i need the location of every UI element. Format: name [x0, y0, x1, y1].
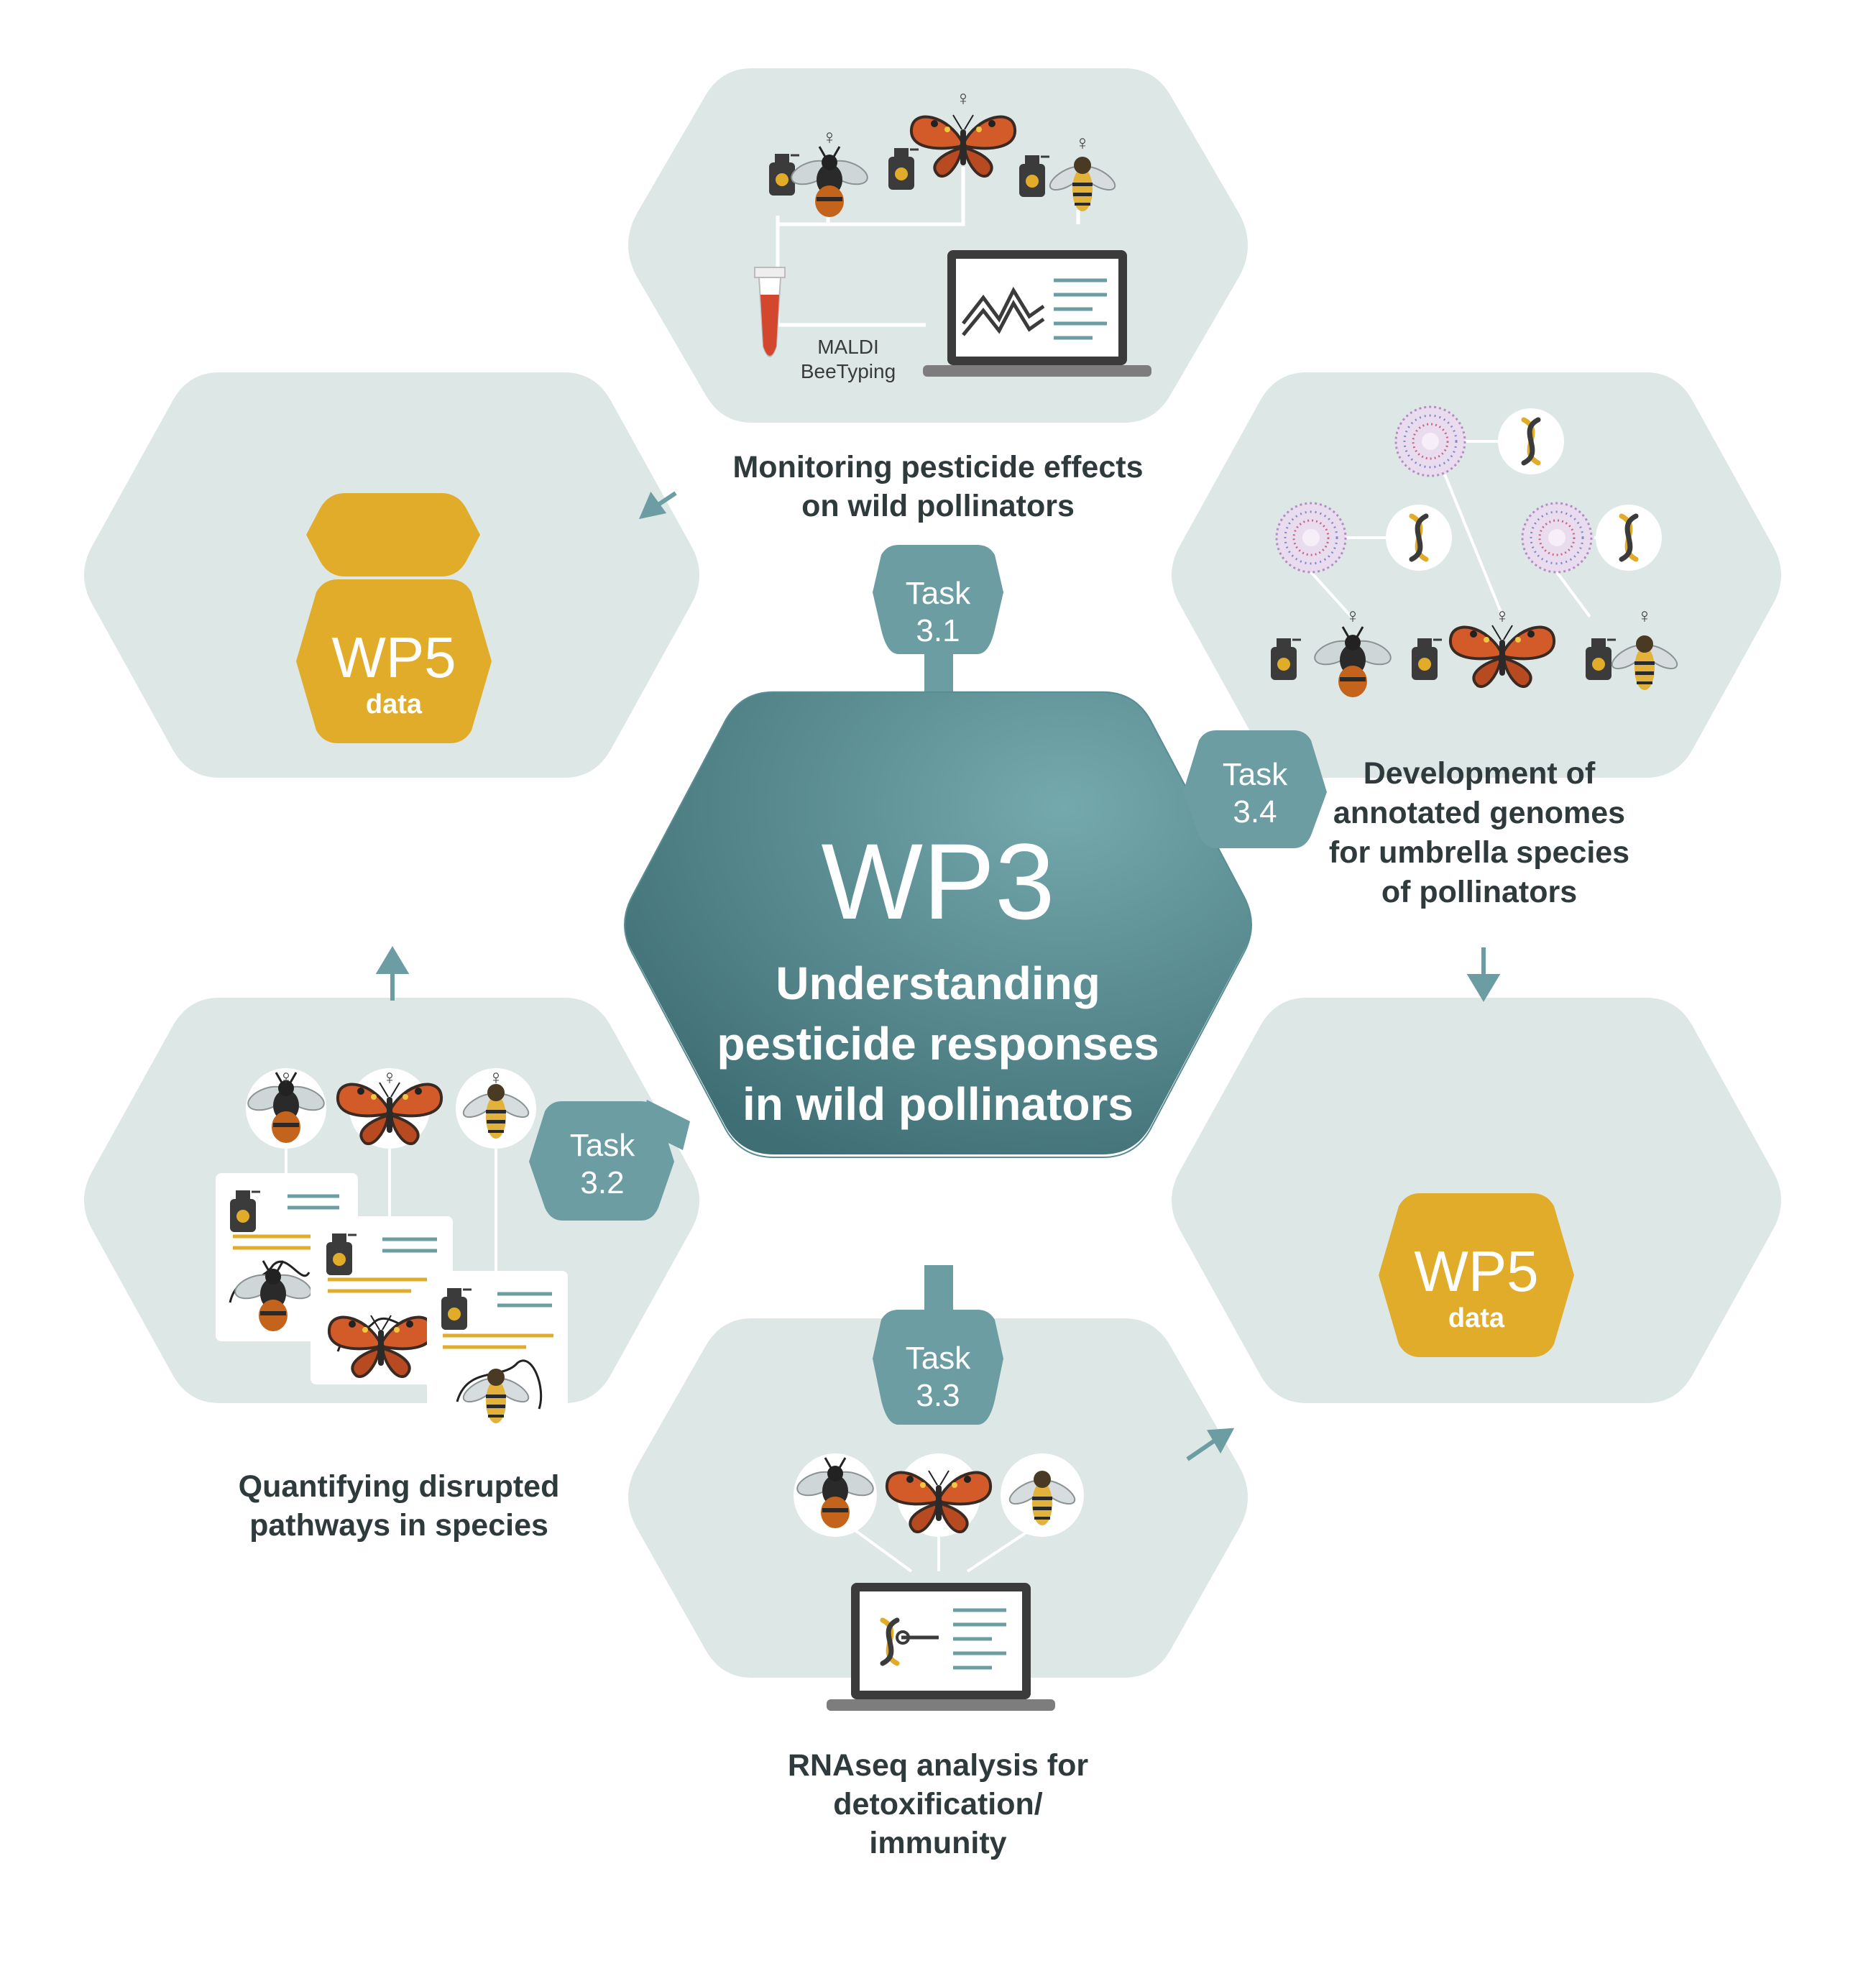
svg-text:Task: Task — [906, 1341, 971, 1376]
svg-text:3.1: 3.1 — [916, 613, 960, 648]
task-3-3-label-line1: RNAseq analysis for — [788, 1748, 1088, 1783]
pathway-card-3 — [427, 1271, 568, 1439]
svg-text:♀: ♀ — [382, 1066, 397, 1088]
wp5-sub: data — [366, 689, 423, 720]
svg-text:3.4: 3.4 — [1233, 794, 1277, 830]
instrument-label-beetyping: BeeTyping — [801, 360, 896, 382]
svg-text:♀: ♀ — [1075, 132, 1090, 154]
task-3-4-label-line2: annotated genomes — [1333, 796, 1625, 830]
task-badge-3-1: Task 3.1 — [873, 545, 1003, 654]
svg-text:Task: Task — [906, 576, 971, 611]
svg-text:♀: ♀ — [489, 1066, 504, 1088]
task-3-1-illustration: ♀ ♀ ♀ MALDI BeeTyping — [732, 87, 1151, 523]
wp5-sub: data — [1448, 1303, 1505, 1333]
task-3-1-label-line1: Monitoring pesticide effects — [732, 450, 1143, 484]
task-3-3-label-line3: immunity — [869, 1826, 1006, 1860]
center-subtitle-line3: in wild pollinators — [742, 1078, 1134, 1130]
sample-tube-icon — [754, 267, 786, 357]
laptop-icon — [923, 250, 1151, 377]
task-3-4-label-line1: Development of — [1364, 756, 1596, 791]
wp5-badge-lower: WP5 data — [1379, 1193, 1574, 1357]
svg-text:Task: Task — [1223, 757, 1288, 792]
pathway-card-2 — [311, 1216, 453, 1384]
task-3-3-label-line2: detoxification/ — [833, 1787, 1043, 1821]
task-3-1-label-line2: on wild pollinators — [801, 489, 1075, 523]
svg-text:♀: ♀ — [279, 1066, 294, 1088]
center-subtitle-line1: Understanding — [776, 957, 1100, 1009]
svg-text:3.3: 3.3 — [916, 1378, 960, 1413]
center-subtitle-line2: pesticide responses — [717, 1018, 1159, 1070]
task-3-4-label-line4: of pollinators — [1381, 875, 1577, 909]
wp5-badge-upper: WP5 data — [296, 493, 492, 743]
wp5-title: WP5 — [1414, 1239, 1538, 1303]
svg-text:♀: ♀ — [1346, 605, 1361, 627]
task-3-2-label-line1: Quantifying disrupted — [239, 1469, 560, 1504]
center-title: WP3 — [821, 821, 1054, 942]
task-badge-3-4: Task 3.4 — [1183, 730, 1327, 848]
hex-task-3-4 — [1172, 372, 1781, 778]
svg-text:♀: ♀ — [1495, 605, 1510, 627]
svg-text:3.2: 3.2 — [580, 1165, 624, 1200]
instrument-label-maldi: MALDI — [817, 336, 879, 358]
task-3-4-label-line3: for umbrella species — [1329, 835, 1629, 870]
center-hex-wp3 — [625, 692, 1251, 1154]
task-badge-3-2: Task 3.2 — [529, 1101, 674, 1221]
svg-text:Task: Task — [570, 1128, 635, 1163]
task-3-3-illustration: RNAseq analysis for detoxification/ immu… — [788, 1453, 1088, 1860]
genome-map-icon — [1275, 502, 1347, 574]
task-3-2-illustration: ♀ ♀ ♀ — [216, 1066, 568, 1543]
task-badge-3-3: Task 3.3 — [873, 1310, 1003, 1425]
laptop-icon — [827, 1583, 1055, 1711]
genome-map-icon — [1521, 502, 1593, 574]
svg-text:♀: ♀ — [1637, 605, 1652, 627]
female-symbol-icon: ♀ — [822, 126, 837, 148]
svg-text:♀: ♀ — [956, 87, 971, 109]
flow-arrows — [375, 491, 1501, 1461]
task-3-4-illustration: ♀ ♀ ♀ Development of annotated genomes f… — [1269, 405, 1682, 909]
task-3-2-label-line2: pathways in species — [249, 1508, 548, 1543]
wp5-title: WP5 — [331, 625, 456, 689]
genome-map-icon — [1394, 405, 1466, 477]
